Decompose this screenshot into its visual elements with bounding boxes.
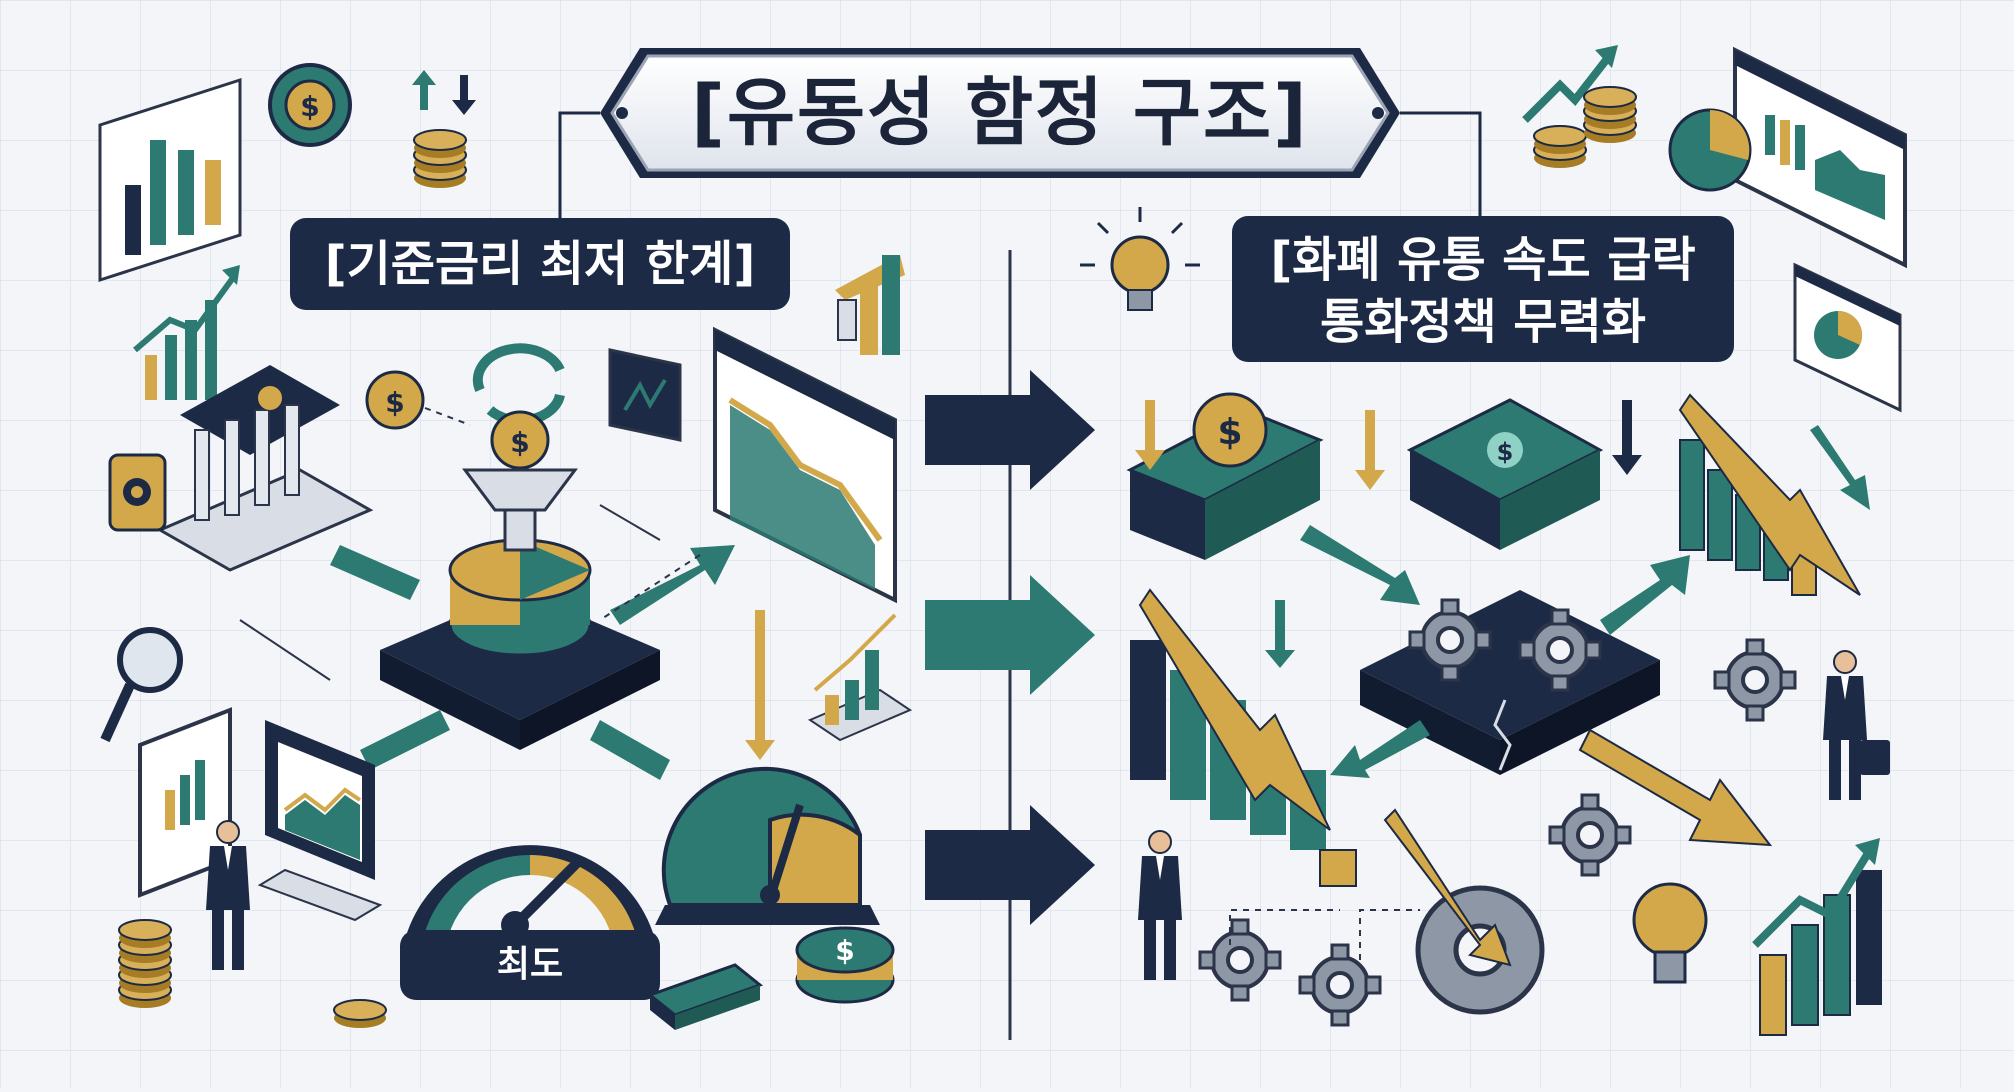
svg-text:$: $ — [300, 90, 319, 123]
arrow-icon-funnel-in — [330, 545, 420, 600]
monitor-icon — [257, 720, 383, 922]
thin-arrow-2 — [239, 619, 331, 681]
whiteboard-icon — [138, 707, 232, 898]
svg-text:$: $ — [510, 426, 529, 459]
gear-icon-bottom-large — [1383, 808, 1545, 1015]
gear-icon-left — [108, 453, 167, 532]
line-chart-icon-left — [133, 265, 240, 400]
svg-text:$: $ — [1497, 438, 1514, 466]
page-title: [유동성 함정 구조] — [691, 70, 1309, 156]
arrow-icon-funnel-up — [610, 545, 735, 625]
coin-icon-top-left: $ — [268, 63, 352, 147]
dashboard-monitor-icon — [1668, 46, 1907, 269]
arrow-icon-teal-into-platform — [1300, 525, 1420, 605]
title-connector-left — [558, 111, 600, 218]
chat-bubble-icon — [608, 348, 682, 442]
gauge-label: 최도 — [496, 944, 564, 985]
bar-chart-icon-small — [807, 613, 913, 742]
arrow-icon-down-3 — [1612, 400, 1642, 475]
right-label-line-2: 통화정책 무력화 — [1320, 294, 1646, 350]
trend-arrow-icon-top-right — [1522, 45, 1637, 169]
arrow-icon-down-1 — [1135, 400, 1165, 470]
dashboard-icon-right — [1793, 262, 1902, 413]
arrow-icon-small-down — [1265, 600, 1295, 668]
thin-arrow-1 — [599, 504, 661, 541]
svg-text:$: $ — [1217, 412, 1242, 453]
coin-stack-icon-bottom-center: $ — [795, 926, 895, 1004]
dashed-connector-2 — [599, 554, 701, 621]
arrow-icon-funnel-out-left — [360, 710, 450, 770]
arrow-icon-center-bottom — [925, 805, 1095, 925]
bank-icon — [156, 365, 374, 572]
coin-icon-left-float: $ — [365, 370, 425, 430]
lightbulb-icon-top — [1080, 207, 1200, 311]
line-chart-icon-down-monitor — [713, 326, 897, 604]
arrow-icon-center-top — [925, 370, 1095, 490]
dashed-connector-3 — [1229, 909, 1340, 945]
bar-chart-icon-growth-bottom-right — [1752, 838, 1882, 1036]
arrow-icon-teal-up-right — [1600, 555, 1690, 635]
bar-chart-icon-mid — [835, 255, 905, 355]
money-stack-icon-bottom-left — [646, 963, 764, 1030]
arrow-icon-teal-right-down — [1810, 425, 1870, 510]
coin-stack-icon-top — [412, 70, 476, 189]
left-label: [기준금리 최저 한계] — [324, 236, 756, 292]
gauge-icon-right — [655, 766, 880, 925]
bar-chart-icon-decline-center — [1130, 588, 1357, 887]
money-stack-icon-right-2: $ — [1406, 398, 1604, 550]
left-label-box: [기준금리 최저 한계] — [290, 218, 790, 310]
svg-text:$: $ — [835, 934, 854, 967]
money-stack-icon-right-1: $ — [1126, 392, 1324, 560]
funnel-platform — [380, 468, 660, 750]
dashed-connector-1 — [424, 407, 471, 426]
bar-chart-icon-top-left — [98, 77, 242, 283]
svg-text:$: $ — [385, 386, 404, 419]
arrow-icon-down-gold — [745, 610, 775, 760]
gauge-icon-main — [400, 845, 660, 1000]
arrow-icon-funnel-out-right — [590, 720, 670, 780]
title-connector-right — [1400, 111, 1482, 216]
broken-platform-icon — [1360, 590, 1660, 775]
arrow-icon-gold-right-down — [1578, 728, 1773, 847]
arrow-icon-down-2 — [1355, 410, 1385, 490]
arrow-icon-teal-down-left — [1330, 720, 1430, 778]
bar-chart-icon-decline-right — [1678, 393, 1861, 596]
right-label-box: [화폐 유통 속도 급락 통화정책 무력화 — [1232, 216, 1734, 362]
magnifier-icon — [100, 627, 183, 743]
cycle-arrow-icon: $ — [472, 343, 565, 470]
dashed-connector-4 — [1359, 909, 1420, 960]
arrow-icon-center-middle — [925, 575, 1095, 695]
right-label-line-1: [화폐 유통 속도 급락 — [1270, 232, 1696, 288]
briefcase-icon — [1860, 740, 1890, 775]
lightbulb-icon-bottom — [1632, 882, 1708, 984]
title-banner — [600, 48, 1400, 178]
